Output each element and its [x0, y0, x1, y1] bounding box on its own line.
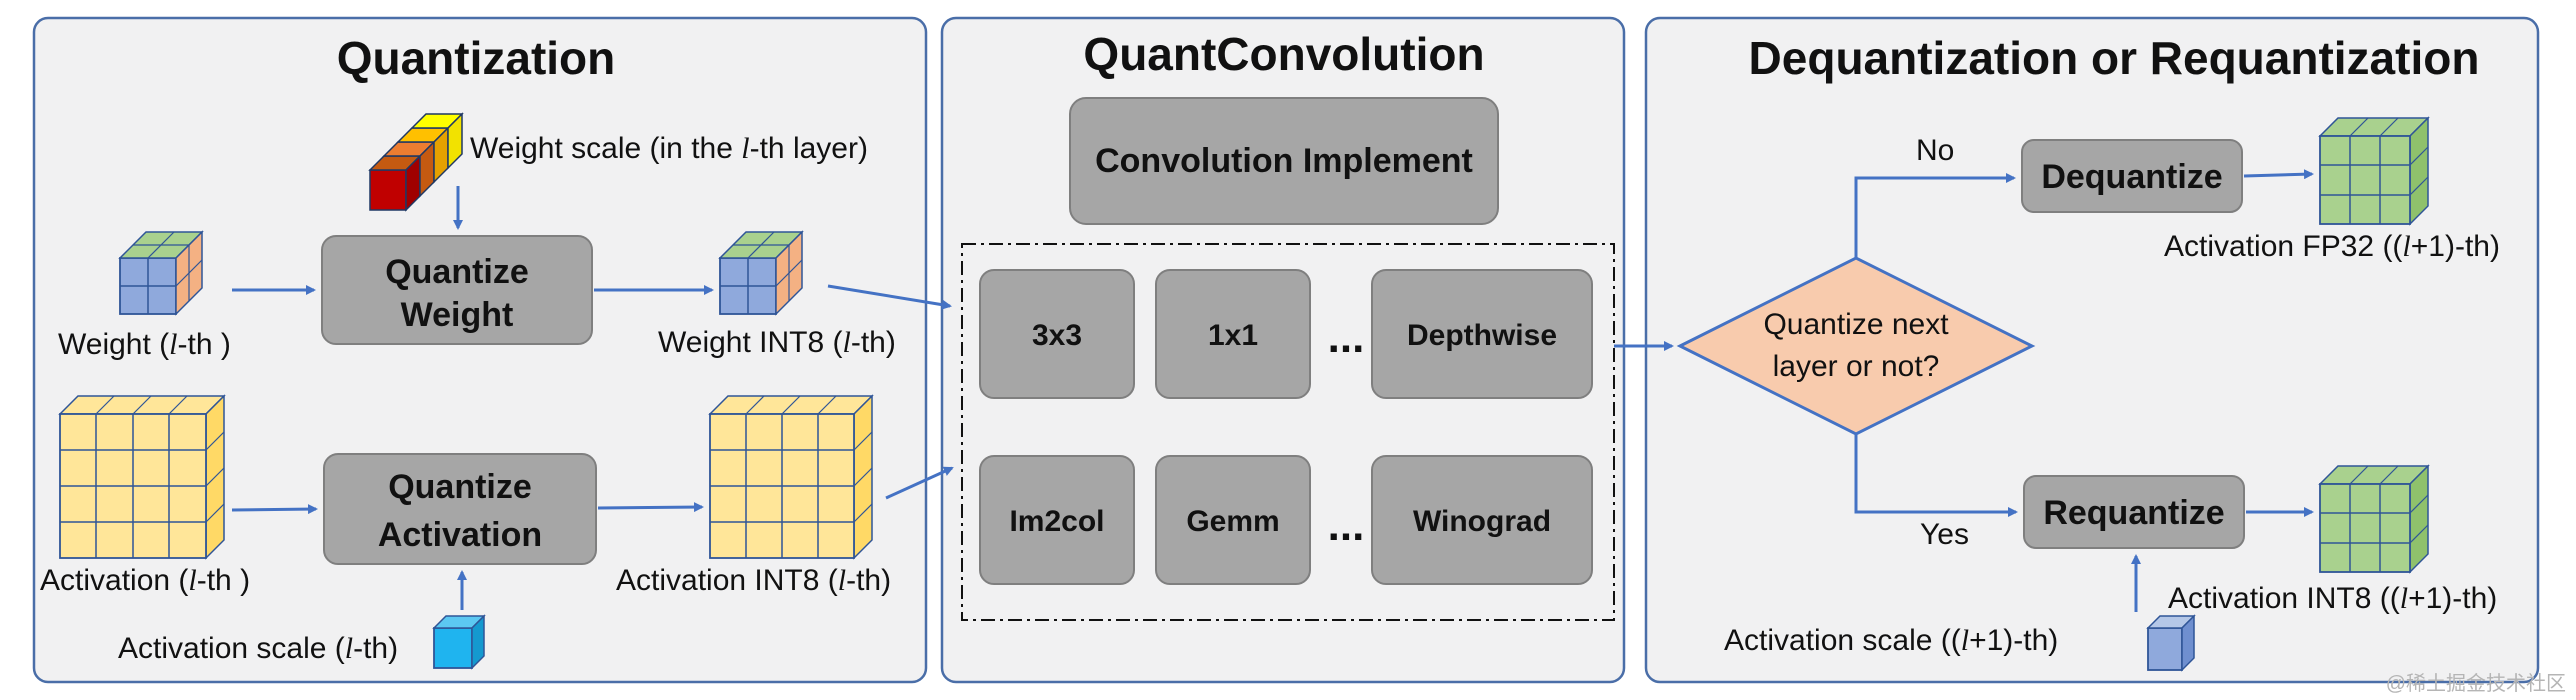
activation-label: Activation (l-th ) — [40, 564, 250, 597]
svg-text:Dequantize: Dequantize — [2041, 158, 2222, 196]
weight-scale-label: Weight scale (in the l-th layer) — [470, 132, 868, 165]
quantize-activation-line1: Quantize — [388, 468, 532, 506]
dequantization-panel — [1644, 16, 2540, 684]
activation-scale-label: Activation scale (l-th) — [118, 632, 398, 665]
weight-int8-label: Weight INT8 (l-th) — [658, 326, 896, 359]
weight-int8-to-conv-arrow — [827, 284, 952, 310]
svg-text:3x3: 3x3 — [1032, 319, 1082, 352]
activation-cube-icon — [58, 394, 226, 560]
quantize-weight-line2: Weight — [401, 296, 514, 334]
quantization-title: Quantization — [337, 32, 616, 84]
dequantize-to-fp32-arrow — [2243, 169, 2314, 180]
decision-line2: layer or not? — [1773, 350, 1940, 383]
activation-fp32-label: Activation FP32 ((l+1)-th) — [2164, 230, 2500, 263]
weight-scale-icon — [368, 112, 464, 212]
conv-method-1x1: 1x1 — [1155, 269, 1311, 399]
row1-ellipsis: ... — [1328, 313, 1365, 362]
decision-line1: Quantize next — [1763, 308, 1949, 341]
weight-int8-cube-icon — [718, 230, 804, 316]
svg-text:Im2col: Im2col — [1009, 505, 1104, 538]
decision-diamond: Quantize next layer or not? — [1676, 256, 2036, 436]
row2-ellipsis: ... — [1328, 501, 1365, 550]
weight-cube-icon — [118, 230, 204, 316]
conv-method-depthwise: Depthwise — [1371, 269, 1593, 399]
svg-text:1x1: 1x1 — [1208, 319, 1258, 352]
activation-scale-next-cube-icon — [2146, 614, 2196, 672]
dequantize-box: Dequantize — [2021, 139, 2243, 213]
quantize-weight-box: Quantize Weight — [321, 235, 593, 345]
conv-method-gemm: Gemm — [1155, 455, 1311, 585]
conv-method-im2col: Im2col — [979, 455, 1135, 585]
svg-text:Depthwise: Depthwise — [1407, 319, 1557, 352]
activation-int8-next-label: Activation INT8 ((l+1)-th) — [2168, 582, 2497, 615]
convolution-implement-label: Convolution Implement — [1095, 142, 1473, 180]
quantize-activation-line2: Activation — [378, 516, 542, 554]
activation-int8-cube-icon — [708, 394, 874, 560]
svg-text:Winograd: Winograd — [1413, 505, 1551, 538]
activation-int8-to-conv-arrow — [885, 466, 954, 500]
quantconvolution-title: QuantConvolution — [1083, 28, 1484, 80]
activation-scale-cube-icon — [432, 614, 486, 670]
requantize-box: Requantize — [2023, 475, 2245, 549]
quantize-weight-line1: Quantize — [385, 253, 529, 291]
conv-methods-container — [961, 243, 1615, 621]
weight-label: Weight (l-th ) — [58, 328, 231, 361]
activation-int8-label: Activation INT8 (l-th) — [616, 564, 891, 597]
quantize-to-activation-int8-arrow — [597, 502, 704, 513]
activation-int8-next-cube-icon — [2318, 464, 2430, 574]
dequantization-title: Dequantization or Requantization — [1749, 32, 2480, 84]
svg-text:Requantize: Requantize — [2043, 494, 2224, 532]
svg-text:Gemm: Gemm — [1186, 505, 1279, 538]
no-branch-arrow — [1854, 173, 2016, 258]
conv-method-3x3: 3x3 — [979, 269, 1135, 399]
quantization-panel — [32, 16, 928, 684]
activation-to-quantize-arrow — [231, 504, 318, 515]
activation-scale-next-label: Activation scale ((l+1)-th) — [1724, 624, 2058, 657]
conv-method-winograd: Winograd — [1371, 455, 1593, 585]
activation-fp32-cube-icon — [2318, 116, 2430, 226]
quantize-activation-box: Quantize Activation — [323, 453, 597, 565]
convolution-implement-box: Convolution Implement — [1069, 97, 1499, 225]
watermark: @稀土掘金技术社区 — [2386, 672, 2566, 695]
yes-branch-arrow — [1854, 434, 2018, 517]
no-label: No — [1916, 134, 1954, 167]
yes-label: Yes — [1920, 518, 1969, 551]
